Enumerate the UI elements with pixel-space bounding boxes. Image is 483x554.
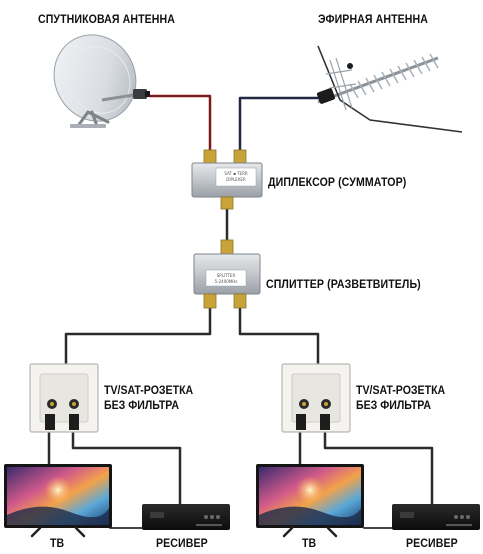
yagi-antenna-icon bbox=[316, 45, 463, 133]
cables bbox=[47, 94, 434, 529]
satellite-cable bbox=[148, 94, 212, 162]
diplexer-icon: SAT ▪ TERR DIPLEXER bbox=[191, 149, 263, 210]
svg-text:DIPLEXER: DIPLEXER bbox=[226, 177, 246, 182]
antenna-cable bbox=[238, 96, 324, 162]
set-top-receiver-icon bbox=[392, 504, 480, 530]
svg-text:SPLITTER: SPLITTER bbox=[217, 273, 236, 278]
wall-socket-icon bbox=[281, 363, 351, 433]
socket-left-label-line2: БЕЗ ФИЛЬТРА bbox=[104, 400, 180, 412]
socket-right-label-line1: TV/SAT-РОЗЕТКА bbox=[356, 385, 446, 397]
splitter-icon: SPLITTER 5-2400MHz bbox=[193, 239, 261, 309]
socket-left-label-line1: TV/SAT-РОЗЕТКА bbox=[104, 385, 194, 397]
receiver-right-label: РЕСИВЕР bbox=[406, 538, 458, 550]
socket-left-label: TV/SAT-РОЗЕТКА БЕЗ ФИЛЬТРА bbox=[104, 384, 193, 414]
svg-text:5-2400MHz: 5-2400MHz bbox=[215, 279, 238, 284]
splitter-label: СПЛИТТЕР (РАЗВЕТВИТЕЛЬ) bbox=[266, 279, 421, 291]
receiver-left-label: РЕСИВЕР bbox=[156, 538, 208, 550]
tv-icon bbox=[4, 464, 112, 538]
diplexer-label: ДИПЛЕКСОР (СУММАТОР) bbox=[268, 177, 407, 189]
socket-right-label: TV/SAT-РОЗЕТКА БЕЗ ФИЛЬТРА bbox=[356, 384, 445, 414]
socket-receiver-right-cable bbox=[323, 428, 434, 506]
tv-right-label: ТВ bbox=[302, 538, 317, 550]
terrestrial-antenna-label: ЭФИРНАЯ АНТЕННА bbox=[318, 14, 429, 26]
svg-text:SAT ▪ TERR: SAT ▪ TERR bbox=[224, 171, 247, 176]
satellite-dish-icon bbox=[53, 34, 150, 128]
socket-receiver-left-cable bbox=[71, 428, 182, 506]
socket-right-label-line2: БЕЗ ФИЛЬТРА bbox=[356, 400, 432, 412]
set-top-receiver-icon bbox=[142, 504, 230, 530]
tv-left-label: ТВ bbox=[50, 538, 65, 550]
wall-socket-icon bbox=[29, 363, 99, 433]
tv-icon bbox=[256, 464, 364, 538]
splitter-socket-left-cable bbox=[64, 304, 212, 368]
satellite-antenna-label: СПУТНИКОВАЯ АНТЕННА bbox=[38, 14, 175, 26]
splitter-socket-right-cable bbox=[238, 304, 320, 368]
